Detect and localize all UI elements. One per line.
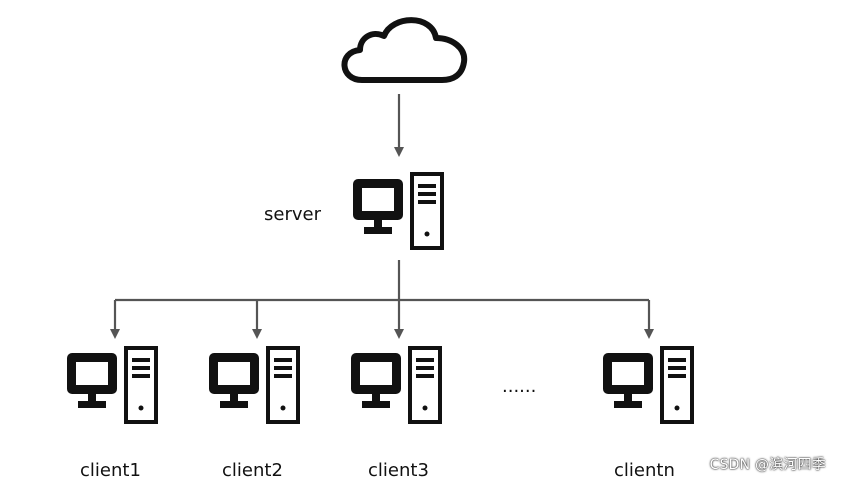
client-computer-icon: [70, 346, 158, 424]
client-computer-icon: [606, 346, 694, 424]
cloud-icon: [341, 17, 468, 83]
clientn-label: clientn: [614, 460, 675, 481]
client2-label: client2: [222, 460, 283, 481]
client-ellipsis: ......: [502, 376, 536, 397]
server-computer-icon: [356, 172, 444, 250]
client-computer-icon: [354, 346, 442, 424]
watermark-text: CSDN @滨河四季: [709, 457, 826, 473]
client3-label: client3: [368, 460, 429, 481]
client1-label: client1: [80, 460, 141, 481]
server-label: server: [264, 204, 322, 225]
client-computer-icon: [212, 346, 300, 424]
